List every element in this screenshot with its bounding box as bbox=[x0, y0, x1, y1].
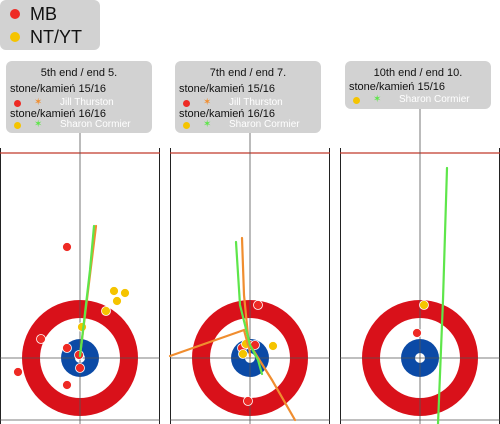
ntyt-stone-icon bbox=[10, 32, 20, 42]
mb-stone-icon bbox=[14, 100, 21, 107]
end-info-panel-2: 7th end / end 7. stone/kamień 15/16 ✶ Ji… bbox=[175, 61, 321, 133]
stone-number-label: stone/kamień 16/16 bbox=[179, 108, 276, 120]
legend-label-ntyt: NT/YT bbox=[30, 26, 82, 47]
stone-trajectory bbox=[248, 343, 264, 376]
mb-stone bbox=[253, 300, 263, 310]
end-title: 7th end / end 7. bbox=[209, 67, 287, 79]
legend-label-mb: MB bbox=[30, 3, 57, 24]
mb-stone bbox=[36, 334, 46, 344]
ntyt-stone bbox=[238, 349, 248, 359]
end-info-panel-1: 5th end / end 5. stone/kamień 15/16 ✶ Ji… bbox=[6, 61, 152, 133]
legend-item-mb: MB bbox=[10, 3, 57, 25]
stone-trajectory bbox=[234, 240, 252, 347]
throw-marker-icon: ✶ bbox=[203, 97, 212, 108]
stone-number-label: stone/kamień 16/16 bbox=[10, 108, 107, 120]
throw-marker-icon: ✶ bbox=[373, 94, 382, 105]
stone-number-label: stone/kamień 15/16 bbox=[10, 83, 107, 95]
ntyt-stone-icon bbox=[353, 97, 360, 104]
team-legend: MB NT/YT bbox=[0, 0, 100, 50]
end-title: 5th end / end 5. bbox=[40, 67, 118, 79]
stone-trajectory bbox=[78, 224, 96, 358]
player-name: Jill Thurston bbox=[229, 97, 283, 108]
mb-stone-icon bbox=[183, 100, 190, 107]
mb-stone bbox=[412, 328, 422, 338]
end-title: 10th end / end 10. bbox=[373, 67, 463, 79]
ntyt-stone-icon bbox=[14, 122, 21, 129]
ntyt-stone bbox=[120, 288, 130, 298]
mb-stone bbox=[74, 350, 84, 360]
ntyt-stone bbox=[112, 296, 122, 306]
stone-number-label: stone/kamień 15/16 bbox=[179, 83, 276, 95]
mb-stone bbox=[62, 242, 72, 252]
throw-marker-icon: ✶ bbox=[203, 119, 212, 130]
ntyt-stone bbox=[268, 341, 278, 351]
mb-stone bbox=[62, 343, 72, 353]
throw-marker-icon: ✶ bbox=[34, 97, 43, 108]
player-name: Sharon Cormier bbox=[229, 119, 300, 130]
mb-stone bbox=[62, 380, 72, 390]
legend-item-ntyt: NT/YT bbox=[10, 26, 82, 48]
mb-stone bbox=[243, 396, 253, 406]
ntyt-stone bbox=[419, 300, 429, 310]
player-name: Jill Thurston bbox=[60, 97, 114, 108]
throw-marker-icon: ✶ bbox=[34, 119, 43, 130]
ntyt-stone bbox=[109, 286, 119, 296]
mb-stone bbox=[75, 363, 85, 373]
ntyt-stone bbox=[101, 306, 111, 316]
ntyt-stone-icon bbox=[183, 122, 190, 129]
mb-stone bbox=[13, 367, 23, 377]
stone-trajectory bbox=[168, 328, 250, 358]
end-info-panel-3: 10th end / end 10. stone/kamień 15/16 ✶ … bbox=[345, 61, 491, 109]
stone-number-label: stone/kamień 15/16 bbox=[349, 81, 446, 93]
player-name: Sharon Cormier bbox=[399, 94, 470, 105]
stone-trajectory bbox=[436, 166, 449, 424]
player-name: Sharon Cormier bbox=[60, 119, 131, 130]
mb-stone-icon bbox=[10, 9, 20, 19]
